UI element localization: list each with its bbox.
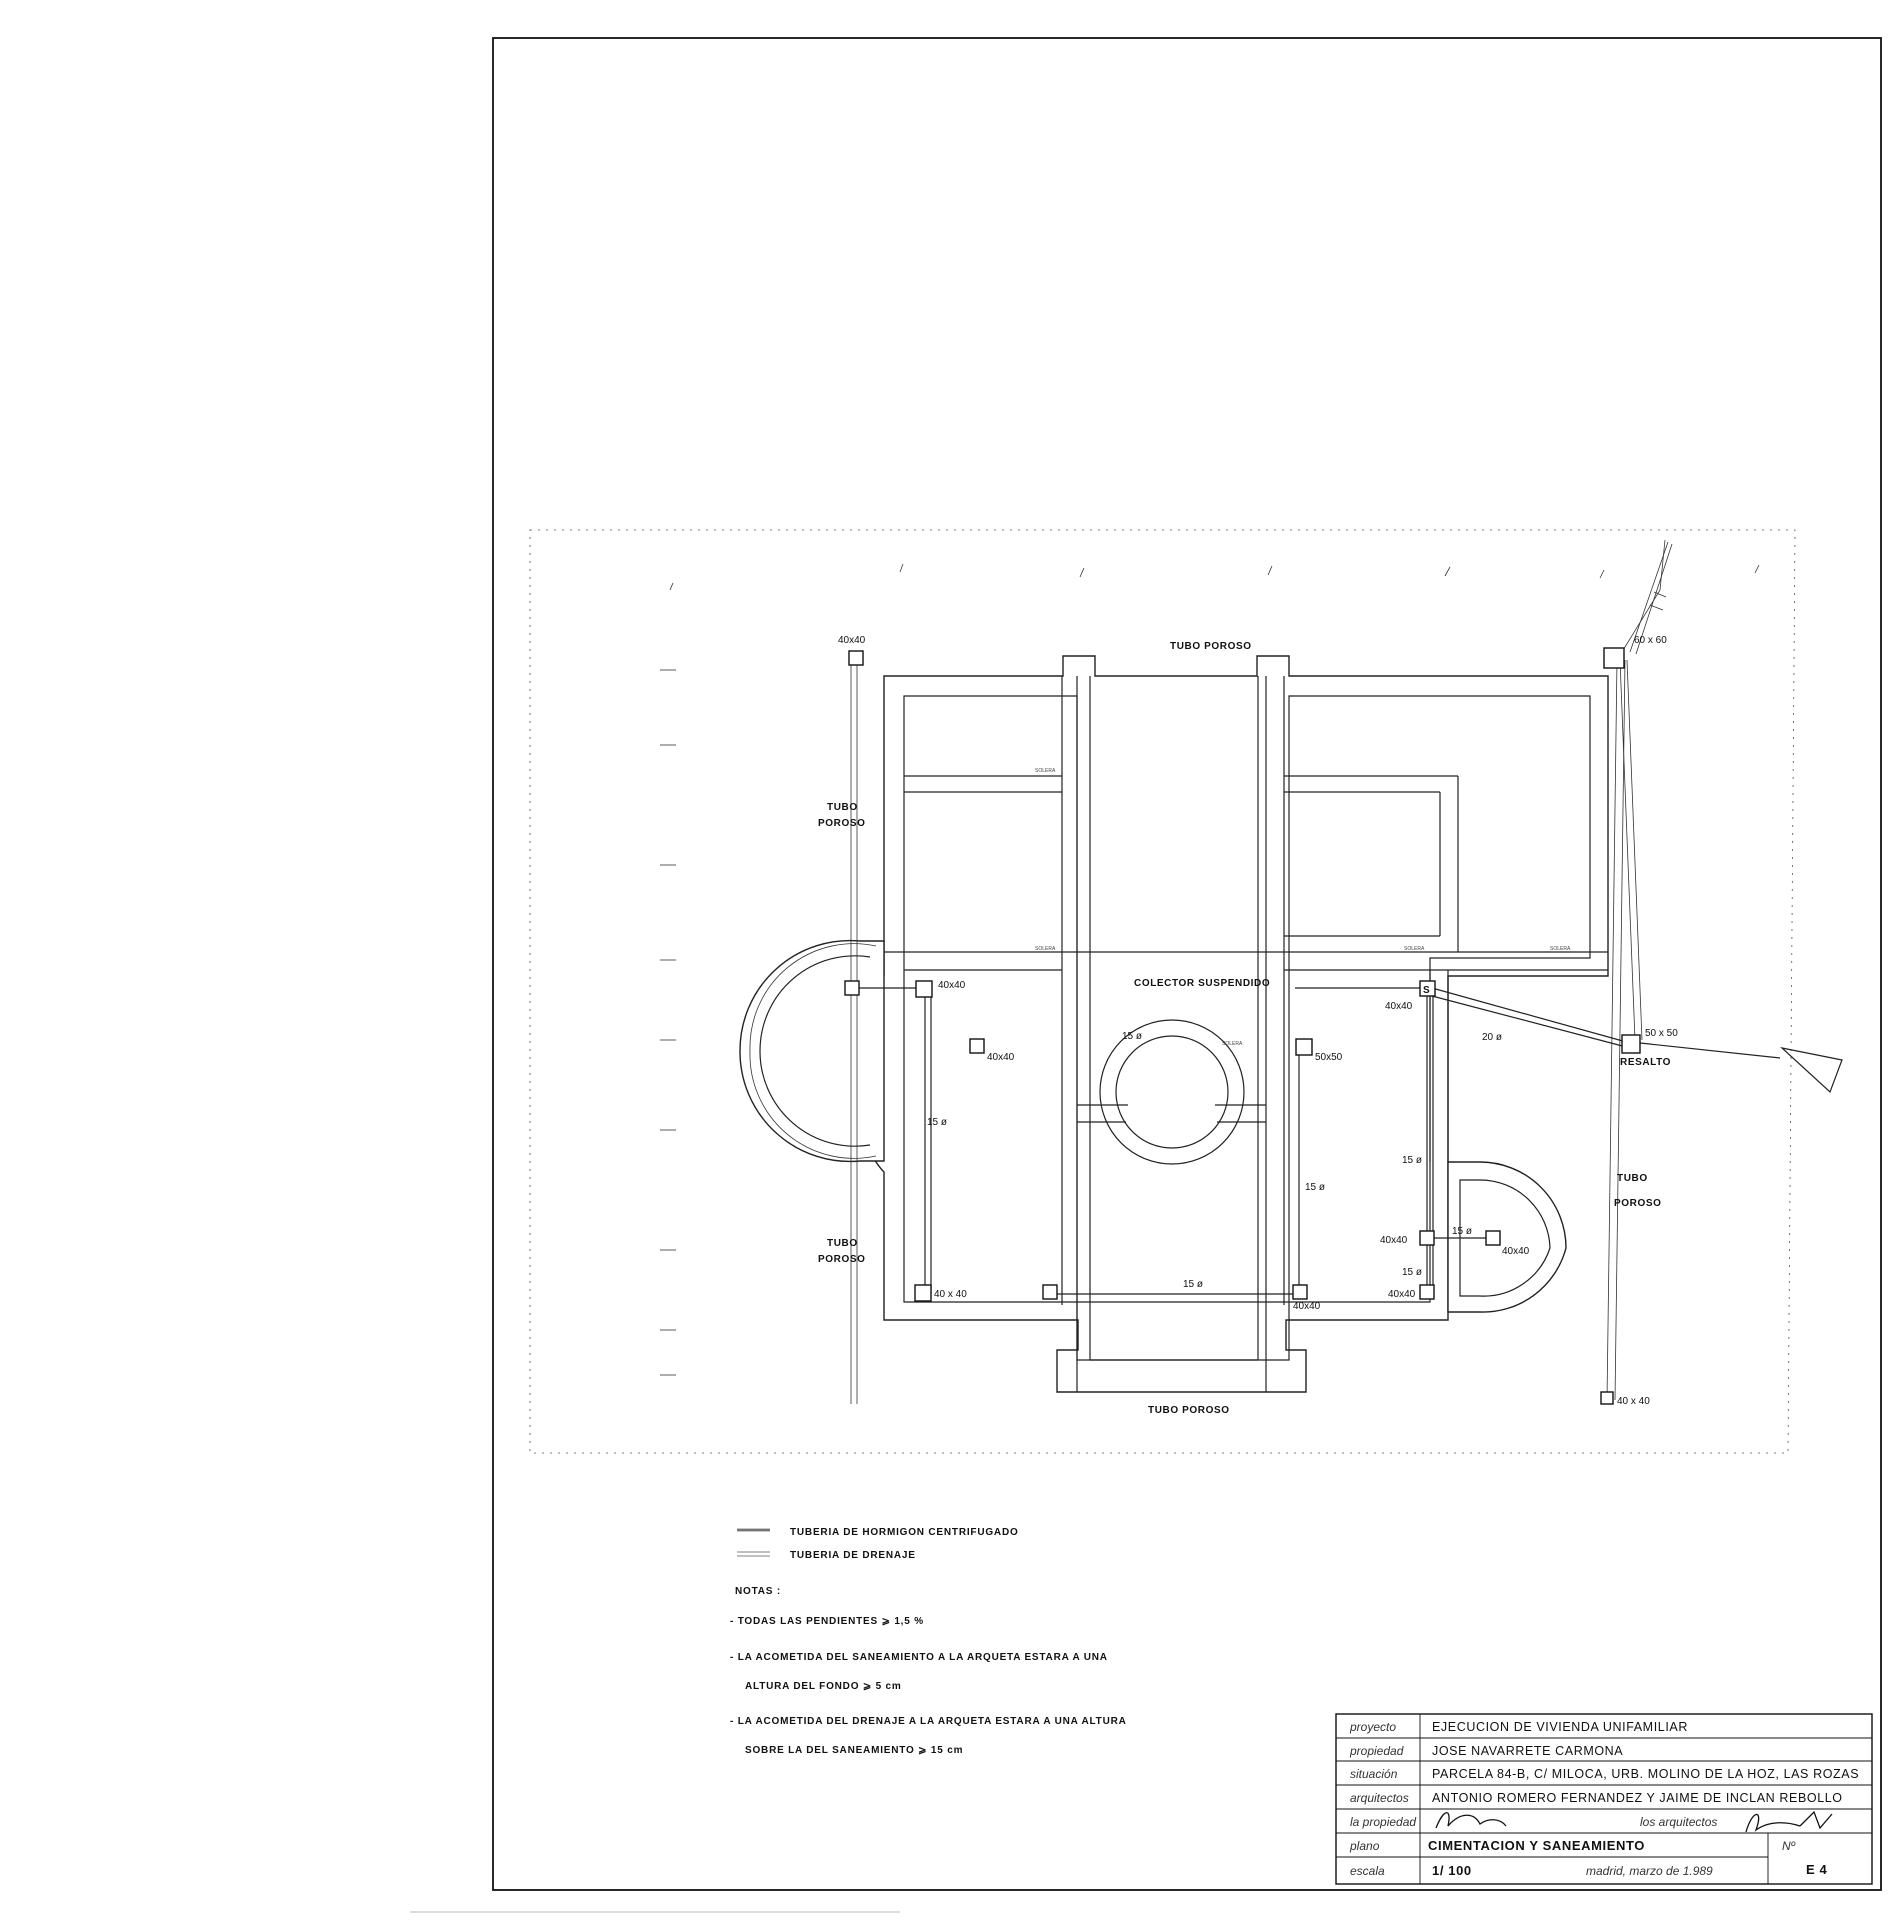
notes: NOTAS : - TODAS LAS PENDIENTES ⩾ 1,5 % -… — [730, 1586, 1127, 1756]
tb-propiedad: JOSE NAVARRETE CARMONA — [1432, 1744, 1623, 1758]
arqueta-bottom-left — [914, 1284, 932, 1302]
drainage-pipes — [850, 539, 1666, 1404]
solera-4: SOLERA — [1550, 946, 1571, 952]
solera-2: SOLERA — [1035, 946, 1056, 952]
note-3a: - LA ACOMETIDA DEL DRENAJE A LA ARQUETA … — [730, 1716, 1127, 1727]
arquetas — [844, 647, 1641, 1405]
diam-15-f: 15 ø — [1452, 1226, 1472, 1237]
arqueta-apse — [1485, 1230, 1501, 1246]
tb-los-arquitectos-label: los arquitectos — [1640, 1815, 1717, 1829]
tubo-poroso-top: TUBO POROSO — [1170, 641, 1252, 652]
access-line-icon — [1629, 541, 1673, 655]
sheet-border — [492, 37, 1882, 1891]
label-40x40-bottom-right: 40 x 40 — [1617, 1396, 1650, 1407]
note-1: - TODAS LAS PENDIENTES ⩾ 1,5 % — [730, 1616, 924, 1627]
top-dimension-marks — [669, 563, 1760, 591]
diam-20: 20 ø — [1482, 1032, 1502, 1043]
arqueta-s-label: S — [1423, 985, 1430, 996]
label-50x50: 50x50 — [1315, 1052, 1343, 1063]
diam-15-g: 15 ø — [1402, 1267, 1422, 1278]
label-40x40-right-2: 40x40 — [1388, 1289, 1416, 1300]
tb-propiedad-label: propiedad — [1349, 1744, 1404, 1758]
outlet-arrow-icon — [1780, 1046, 1843, 1094]
label-60x60: 60 x 60 — [1634, 635, 1667, 646]
solera-1: SOLERA — [1035, 768, 1056, 774]
arqueta-bottom-center — [1292, 1284, 1308, 1300]
arqueta-resalto — [1621, 1034, 1641, 1054]
site-boundary — [529, 529, 1796, 1454]
note-2b: ALTURA DEL FONDO ⩾ 5 cm — [745, 1681, 902, 1692]
tubo-left-1: TUBO — [827, 802, 858, 813]
colector-suspendido: COLECTOR SUSPENDIDO — [1134, 978, 1270, 989]
tb-numero-label: Nº — [1782, 1839, 1796, 1853]
notes-title: NOTAS : — [735, 1586, 781, 1597]
label-40x40-bottom-left: 40 x 40 — [934, 1289, 967, 1300]
solera-5: SOLERA — [1222, 1041, 1243, 1047]
poroso-right: POROSO — [1614, 1198, 1662, 1209]
legend-hormigon-label: TUBERIA DE HORMIGON CENTRIFUGADO — [790, 1527, 1019, 1538]
tb-fecha: madrid, marzo de 1.989 — [1586, 1864, 1713, 1878]
tb-situacion-label: situación — [1350, 1767, 1398, 1781]
poroso-left-2: POROSO — [818, 1254, 866, 1265]
arqueta-top-right — [1603, 647, 1625, 669]
solera-3: SOLERA — [1404, 946, 1425, 952]
label-50x50-resalto: 50 x 50 — [1645, 1028, 1678, 1039]
arqueta-bottom-mid — [1042, 1284, 1058, 1300]
label-40x40-collector: 40x40 — [938, 980, 966, 991]
arqueta-right-1 — [1419, 1230, 1435, 1246]
tubo-right: TUBO — [1617, 1173, 1648, 1184]
diam-15-e: 15 ø — [1402, 1155, 1422, 1166]
tb-arquitectos-label: arquitectos — [1350, 1791, 1409, 1805]
foundation-plan — [739, 655, 1609, 1393]
arqueta-40x40-mid — [969, 1038, 985, 1054]
tb-arquitectos: ANTONIO ROMERO FERNANDEZ Y JAIME DE INCL… — [1432, 1791, 1843, 1805]
tb-la-propiedad-label: la propiedad — [1350, 1815, 1416, 1829]
legend-hormigon: TUBERIA DE HORMIGON CENTRIFUGADO — [737, 1527, 1019, 1538]
tubo-poroso-bottom: TUBO POROSO — [1148, 1405, 1230, 1416]
note-2a: - LA ACOMETIDA DEL SANEAMIENTO A LA ARQU… — [730, 1652, 1108, 1663]
label-40x40-right-1: 40x40 — [1380, 1235, 1408, 1246]
diam-15-c: 15 ø — [1183, 1279, 1203, 1290]
tubo-left-2: TUBO — [827, 1238, 858, 1249]
diam-15-b: 15 ø — [927, 1117, 947, 1128]
label-40x40-apse: 40x40 — [1502, 1246, 1530, 1257]
tb-escala-label: escala — [1350, 1864, 1385, 1878]
arqueta-s — [1419, 980, 1436, 997]
tb-plano: CIMENTACION Y SANEAMIENTO — [1428, 1838, 1645, 1853]
note-3b: SOBRE LA DEL SANEAMIENTO ⩾ 15 cm — [745, 1745, 963, 1756]
plan-labels: TUBO POROSO TUBO POROSO TUBO POROSO TUBO… — [818, 635, 1678, 1416]
arqueta-right-2 — [1419, 1284, 1435, 1300]
tb-proyecto: EJECUCION DE VIVIENDA UNIFAMILIAR — [1432, 1720, 1688, 1734]
left-dimension-marks — [660, 669, 676, 1376]
tb-situacion: PARCELA 84-B, C/ MILOCA, URB. MOLINO DE … — [1432, 1767, 1859, 1781]
arqueta-top-left — [848, 650, 864, 666]
arqueta-collector — [915, 980, 933, 998]
architects-signature — [1745, 1810, 1833, 1833]
arqueta-bottom-right — [1600, 1391, 1614, 1405]
tb-numero: E 4 — [1806, 1862, 1827, 1877]
title-block: proyecto EJECUCION DE VIVIENDA UNIFAMILI… — [1335, 1713, 1873, 1885]
poroso-left-1: POROSO — [818, 818, 866, 829]
label-40x40-top-left: 40x40 — [838, 635, 866, 646]
legend-drenaje-label: TUBERIA DE DRENAJE — [790, 1550, 916, 1561]
resalto-label: RESALTO — [1620, 1057, 1671, 1068]
tb-proyecto-label: proyecto — [1349, 1720, 1396, 1734]
legend: TUBERIA DE HORMIGON CENTRIFUGADO TUBERIA… — [737, 1527, 1019, 1561]
label-40x40-mid: 40x40 — [987, 1052, 1015, 1063]
arqueta-50x50 — [1295, 1038, 1313, 1056]
legend-drenaje: TUBERIA DE DRENAJE — [737, 1550, 916, 1561]
tb-plano-label: plano — [1349, 1839, 1380, 1853]
arqueta-left-round — [844, 980, 860, 996]
diam-15-d: 15 ø — [1305, 1182, 1325, 1193]
owner-signature — [1435, 1812, 1507, 1829]
diam-15-a: 15 ø — [1122, 1031, 1142, 1042]
label-40x40-bottom-center: 40x40 — [1293, 1301, 1321, 1312]
label-40x40-s: 40x40 — [1385, 1001, 1413, 1012]
tb-escala: 1/ 100 — [1432, 1863, 1472, 1878]
